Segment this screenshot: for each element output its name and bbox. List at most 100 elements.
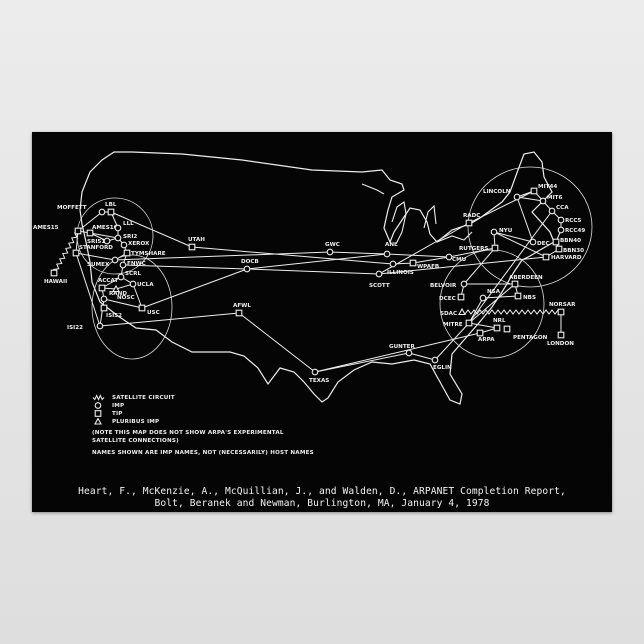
node-texas[interactable]: TEXAS [309,368,329,384]
node-rcc49[interactable]: RCC49 [557,226,585,234]
tip-square-icon [74,227,82,235]
imp-circle-icon [490,228,498,236]
node-sdac[interactable]: SDAC [440,307,466,317]
node-rcc5[interactable]: RCC5 [557,216,582,224]
node-tymshare[interactable]: TYMSHARE [123,249,166,257]
node-nosc[interactable]: NOSC [112,284,135,301]
node-hawaii[interactable]: HAWAII [44,269,67,285]
node-ames16[interactable]: AMES16 [86,225,118,237]
node-label: AMES15 [33,225,59,231]
node-arpa[interactable]: ARPA [476,329,495,343]
node-label: LBL [105,202,117,208]
node-label: CCA [556,205,569,211]
link-cmu-rutgers [448,247,496,258]
node-sri51[interactable]: SRI51 [87,237,111,245]
tip-square-icon [465,219,473,227]
node-nyu[interactable]: NYU [490,228,513,236]
link-eglin-mitre [434,322,470,361]
node-sumex[interactable]: SUMEX [87,256,119,268]
node-sri2[interactable]: SRI2 [114,234,137,242]
imp-circle-icon [405,349,413,357]
node-scott[interactable]: SCOTT [369,270,390,289]
tip-square-icon [457,293,465,301]
us-outline [79,151,555,405]
node-cca[interactable]: CCA [548,205,569,215]
legend-item-pluribus: PLURIBUS IMP [92,417,314,426]
node-lbl[interactable]: LBL [105,202,117,216]
node-rutgers[interactable]: RUTGERS [459,244,499,252]
node-ames15[interactable]: AMES15 [33,225,82,235]
node-mitre[interactable]: MITRE [443,319,473,328]
node-label: USC [147,310,160,316]
node-aberdeen[interactable]: ABERDEEN [509,275,543,288]
imp-circle-icon [311,368,319,376]
node-label: BBN30 [563,248,584,254]
node-label: AMES16 [92,225,118,231]
node-illinois[interactable]: ILLINOIS [387,260,414,276]
node-gunter[interactable]: GUNTER [389,344,415,357]
node-scrl[interactable]: SCRL [117,271,141,281]
node-docb[interactable]: DOCB [241,259,259,273]
node-ucla[interactable]: UCLA [129,280,154,288]
node-harvard[interactable]: HARVARD [542,253,582,261]
tip-square-icon [503,325,511,333]
node-anl[interactable]: ANL [383,242,398,258]
node-isi22[interactable]: ISI22 [67,322,104,331]
node-bbn40[interactable]: BBN40 [552,238,581,246]
legend-label: TIP [112,411,123,417]
node-dec[interactable]: DEC [529,238,550,247]
node-dcec[interactable]: DCEC [439,293,465,302]
node-utah[interactable]: UTAH [188,237,205,251]
node-rand[interactable]: RAND [100,291,127,303]
node-nbs[interactable]: NBS [514,292,536,301]
node-label: ISI52 [106,313,122,319]
node-moffett[interactable]: MOFFETT [57,205,106,216]
node-nrl[interactable]: NRL [493,318,506,332]
node-belvoir[interactable]: BELVOIR [430,280,468,289]
node-cmu[interactable]: CMU [445,253,467,263]
node-fnwc[interactable]: FNWC [119,261,146,269]
link-isi22-rand [99,298,105,327]
network-links [53,190,562,373]
node-mit44[interactable]: MIT44 [530,184,557,195]
node-mit6[interactable]: MIT6 [539,195,562,205]
pluribus-triangle-icon [112,284,120,293]
node-usc[interactable]: USC [138,304,160,316]
node-radc[interactable]: RADC [463,213,480,227]
node-london[interactable]: LONDON [547,331,574,347]
node-pentagon[interactable]: PENTAGON [503,325,548,341]
node-gwc[interactable]: GWC [325,242,340,256]
pluribus-legend-icon [94,417,102,425]
node-xerox[interactable]: XEROX [120,241,150,249]
node-label: SRI51 [87,239,105,245]
node-label: ANL [385,242,398,248]
tip-square-icon [514,292,522,300]
node-eglin[interactable]: EGLIN [431,356,452,371]
link-moffett-ames15 [77,211,103,232]
node-label: DCEC [439,296,456,302]
node-label: ISI22 [67,325,83,331]
node-bbn30[interactable]: BBN30 [555,245,584,254]
node-lll[interactable]: LLL [114,221,134,232]
link-texas-gunter [314,352,410,373]
link-ucla-usc [132,283,143,309]
node-label: XEROX [128,241,150,247]
tip-square-icon [555,245,563,253]
imp-circle-icon [548,207,556,215]
node-nsa[interactable]: NSA [479,289,501,302]
node-accat[interactable]: ACCAT [98,278,118,292]
node-stanford[interactable]: STANFORD [72,245,113,257]
link-gwc-anl [329,251,388,255]
node-wpafb[interactable]: WPAFB [409,259,439,270]
node-label: DOCB [241,259,259,265]
node-afwl[interactable]: AFWL [233,303,251,317]
link-ames16-sri2 [89,232,119,239]
link-usc-docb [141,268,248,309]
legend-note: NAMES SHOWN ARE IMP NAMES, NOT (NECESSAR… [92,450,314,456]
node-norsar[interactable]: NORSAR [549,302,576,316]
node-lincoln[interactable]: LINCOLN [483,189,521,201]
node-label: STANFORD [79,245,113,251]
node-label: UCLA [137,282,154,288]
node-isi52[interactable]: ISI52 [100,304,122,319]
node-label: DEC [537,241,550,247]
